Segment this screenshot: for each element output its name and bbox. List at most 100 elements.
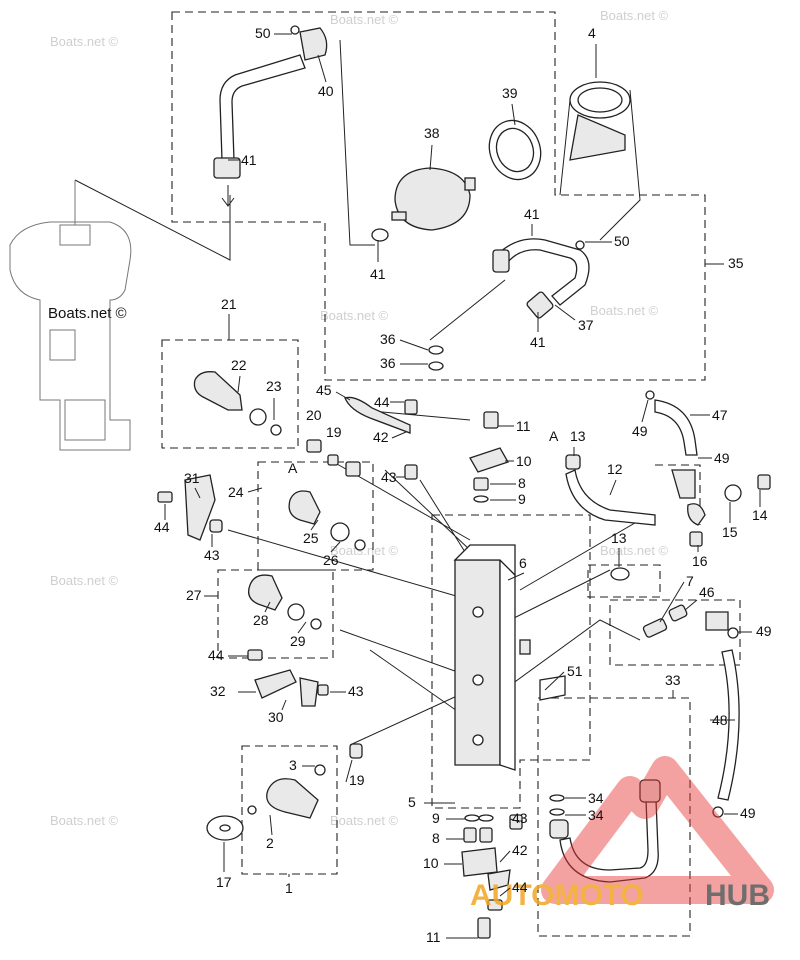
callout-label: 12 — [607, 461, 623, 477]
callout-label: 19 — [349, 772, 365, 788]
callout-label: 51 — [567, 663, 583, 679]
callout-label: 25 — [303, 530, 319, 546]
watermark-text: Boats.net © — [590, 303, 659, 318]
callout-label: 49 — [714, 450, 730, 466]
callout-labels: 50 40 41 4 39 38 41 50 41 35 37 41 36 36… — [154, 25, 772, 945]
watermark-text: Boats.net © — [50, 34, 119, 49]
callout-label: 41 — [530, 334, 546, 350]
callout-label: 8 — [432, 830, 440, 846]
callout-label: 50 — [255, 25, 271, 41]
callout-label: 34 — [588, 807, 604, 823]
watermark-text: Boats.net © — [330, 543, 399, 558]
callout-label: 39 — [502, 85, 518, 101]
callout-label: 44 — [208, 647, 224, 663]
callout-label: 5 — [408, 794, 416, 810]
callout-label: 31 — [184, 470, 200, 486]
callout-label: 41 — [241, 152, 257, 168]
fuel-rail-6 — [453, 544, 566, 771]
watermark-text: Boats.net © — [320, 308, 389, 323]
callout-label: 47 — [712, 407, 728, 423]
logo-text: HUB — [705, 879, 770, 912]
small-fittings — [157, 396, 418, 759]
watermark-text: Boats.net © — [50, 573, 119, 588]
callout-label: 6 — [519, 555, 527, 571]
callout-label: 49 — [740, 805, 756, 821]
callout-label: 43 — [348, 683, 364, 699]
callout-label: 14 — [752, 507, 768, 523]
callout-label: 24 — [228, 484, 244, 500]
callout-label: 21 — [221, 296, 237, 312]
callout-label: 10 — [516, 453, 532, 469]
callout-label: 20 — [306, 407, 322, 423]
hose-37 — [492, 238, 590, 319]
callout-label: 23 — [266, 378, 282, 394]
callout-label: 13 — [570, 428, 586, 444]
callout-label: 17 — [216, 874, 232, 890]
callout-label: 22 — [231, 357, 247, 373]
callout-label: 42 — [512, 842, 528, 858]
callout-label: 30 — [268, 709, 284, 725]
group-outlines — [161, 11, 741, 937]
callout-label: 49 — [632, 423, 648, 439]
washer-36 — [428, 361, 444, 371]
callout-label: 44 — [154, 519, 170, 535]
callout-label: 10 — [423, 855, 439, 871]
callout-label: 44 — [512, 879, 528, 895]
callout-label: 15 — [722, 524, 738, 540]
hose-48 — [705, 611, 740, 818]
watermark-text: Boats.net © — [600, 8, 669, 23]
callout-label: 33 — [665, 672, 681, 688]
watermark-group: Boats.net © Boats.net © Boats.net © Boat… — [48, 8, 669, 828]
mount-stack-top — [469, 411, 509, 503]
watermark-text: Boats.net © — [48, 305, 127, 322]
callout-label: 9 — [432, 810, 440, 826]
callout-label: 11 — [426, 929, 441, 945]
callout-label: 8 — [518, 475, 526, 491]
callout-label: 32 — [210, 683, 226, 699]
valve-27 — [247, 574, 322, 630]
callout-label: 36 — [380, 355, 396, 371]
callout-label: 41 — [370, 266, 386, 282]
valve-24 — [288, 490, 366, 551]
callout-label: 43 — [204, 547, 220, 563]
hose-47 — [645, 390, 698, 499]
callout-label: 7 — [686, 573, 694, 589]
callout-label: 4 — [588, 25, 596, 41]
pressure-regulator-21 — [193, 371, 282, 436]
callout-label: A — [549, 428, 559, 444]
callout-label: 46 — [699, 584, 715, 600]
callout-label: 34 — [588, 790, 604, 806]
callout-label: 35 — [728, 255, 744, 271]
logo-text: AUTOMOTO — [470, 879, 644, 912]
callout-label: 9 — [518, 491, 526, 507]
callout-label: 3 — [289, 757, 297, 773]
callout-label: 19 — [326, 424, 342, 440]
valve-group-1 — [206, 764, 326, 841]
watermark-text: Boats.net © — [50, 813, 119, 828]
callout-label: 45 — [316, 382, 332, 398]
callout-label: 29 — [290, 633, 306, 649]
watermark-text: Boats.net © — [330, 813, 399, 828]
engine-ghost — [9, 180, 132, 451]
callout-label: A — [288, 460, 298, 476]
callout-label: 2 — [266, 835, 274, 851]
callout-label: 44 — [374, 394, 390, 410]
callout-label: 43 — [381, 469, 397, 485]
callout-label: 28 — [253, 612, 269, 628]
callout-label: 50 — [614, 233, 630, 249]
washer-36 — [428, 345, 444, 355]
callout-label: 36 — [380, 331, 396, 347]
callout-label: 1 — [285, 880, 293, 896]
mount-stack-bottom — [461, 814, 523, 939]
label-ticks — [164, 33, 761, 939]
bracket-4 — [488, 81, 631, 181]
callout-label: 11 — [516, 418, 531, 434]
watermark-text: Boats.net © — [330, 12, 399, 27]
leader-lines — [74, 39, 641, 746]
callout-label: 49 — [756, 623, 772, 639]
pipe-33 — [549, 779, 661, 883]
callout-label: 42 — [373, 429, 389, 445]
callout-label: 16 — [692, 553, 708, 569]
callout-label: 37 — [578, 317, 594, 333]
